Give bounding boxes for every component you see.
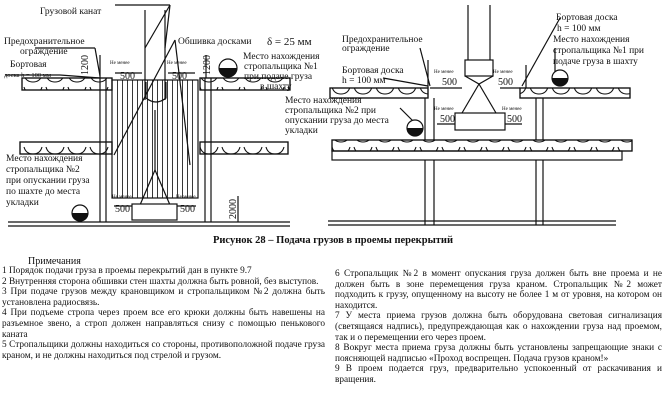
middle-slab-right: [199, 141, 289, 155]
note-1: 1 Порядок подачи груза в проемы перекрыт…: [2, 266, 252, 276]
upper-slab-left: [21, 77, 113, 91]
dim-500: 500: [172, 71, 187, 82]
figure-caption: Рисунок 28 – Подача грузов в проемы пере…: [212, 235, 454, 246]
note-4: 4 При подъеме стропа через проем все его…: [2, 308, 325, 340]
left-shaft-diagram: [5, 4, 291, 227]
label-not-less: Не менее: [110, 61, 130, 66]
label-not-less: Не менее: [112, 195, 132, 200]
note-9: 9 В проем подается груз, предварительно …: [335, 364, 662, 385]
label-place2-mid: Место нахождения: [285, 96, 362, 106]
dim-500: 500: [442, 77, 457, 88]
notes-left-column: 1 Порядок подачи груза в проемы перекрыт…: [2, 266, 325, 361]
middle-slab-left: [19, 141, 113, 155]
label-place2-left-2: стропальщика №2: [6, 165, 80, 175]
label-place1-left: Место нахождения: [243, 52, 320, 62]
dim-500: 500: [120, 71, 135, 82]
label-safety-fence-2: ограждение: [20, 47, 68, 57]
dim-500: 500: [180, 204, 195, 215]
notes-right-column: 6 Стропальщик №2 в момент опускания груз…: [335, 269, 662, 386]
note-5: 5 Стропальщики должны находиться со стор…: [2, 340, 325, 361]
load-right: [454, 112, 506, 131]
middle-slab-r: [331, 139, 633, 152]
label-not-less: Не менее: [502, 107, 522, 112]
worker2-symbol-left: [71, 204, 89, 222]
dim-500: 500: [115, 204, 130, 215]
label-place1-left-2: стропальщика №1: [244, 62, 318, 72]
notes-title: Примечания: [28, 256, 81, 267]
label-place2-left-3: при опускании груза: [6, 176, 90, 186]
note-8: 8 Вокруг места приема груза должны быть …: [335, 343, 662, 364]
label-place1-right: Место нахождения: [553, 35, 630, 45]
worker1-symbol-right: [551, 69, 569, 87]
label-place2-left: Место нахождения: [6, 154, 83, 164]
load-left: [131, 203, 178, 221]
label-cargo-rope: Грузовой канат: [40, 6, 102, 17]
label-safety-fence: Предохранительное: [4, 37, 85, 47]
note-2: 2 Внутренняя сторона обшивки стен шахты …: [2, 276, 319, 287]
label-place1-right-2: стропальщика №1 при: [553, 46, 644, 56]
note-7: 7 У места приема грузов должна быть обор…: [335, 311, 662, 343]
label-fence-right: Предохранительное: [342, 35, 423, 45]
label-not-less: Не менее: [434, 107, 454, 112]
label-place2-left-4: по шахте до места: [6, 187, 81, 197]
label-board-right: Бортовая доска: [342, 66, 404, 76]
right-opening-diagram: [328, 5, 633, 226]
label-not-less: Не менее: [493, 70, 513, 75]
label-board-far: Бортовая доска: [556, 13, 618, 23]
label-sheathing-value: δ = 25 мм: [267, 36, 312, 48]
label-place2-mid-4: укладки: [285, 126, 318, 136]
label-place2-mid-2: стропальщика №2 при: [285, 106, 376, 116]
label-board-right-2: h = 100 мм: [342, 76, 386, 86]
label-board-left-2: доска h = 100 мм: [4, 72, 51, 79]
dim-500: 500: [507, 114, 522, 125]
label-place1-right-3: подаче груза в шахту: [553, 57, 638, 67]
dim-1200: 1200: [202, 55, 213, 75]
label-fence-right-2: ограждение: [342, 44, 390, 54]
note-3: 3 При подаче грузов между крановщиком и …: [2, 287, 325, 308]
label-place2-left-5: укладки: [6, 198, 39, 208]
label-board-left: Бортовая: [10, 60, 47, 70]
label-not-less: Не менее: [167, 61, 187, 66]
dim-1200: 1200: [80, 55, 91, 75]
label-place2-mid-3: опускании груза до места: [285, 116, 390, 126]
label-place1-left-4: в шахту: [260, 82, 292, 92]
label-sheathing: Обшивка досками: [178, 36, 251, 47]
figure-28-diagram: Грузовой канат Предохранительное огражде…: [4, 4, 644, 227]
label-place1-left-3: при подаче груза: [244, 72, 313, 82]
worker1-symbol-left: [218, 58, 238, 78]
label-not-less: Не менее: [434, 70, 454, 75]
label-board-far-2: h = 100 мм: [557, 24, 601, 34]
dim-500: 500: [498, 77, 513, 88]
note-6: 6 Стропальщик №2 в момент опускания груз…: [335, 269, 662, 311]
dim-2000: 2000: [228, 199, 239, 219]
dim-500: 500: [440, 114, 455, 125]
upper-slab-right-r: [519, 87, 631, 99]
worker2-symbol-right: [406, 119, 424, 137]
label-not-less: Не менее: [176, 195, 196, 200]
